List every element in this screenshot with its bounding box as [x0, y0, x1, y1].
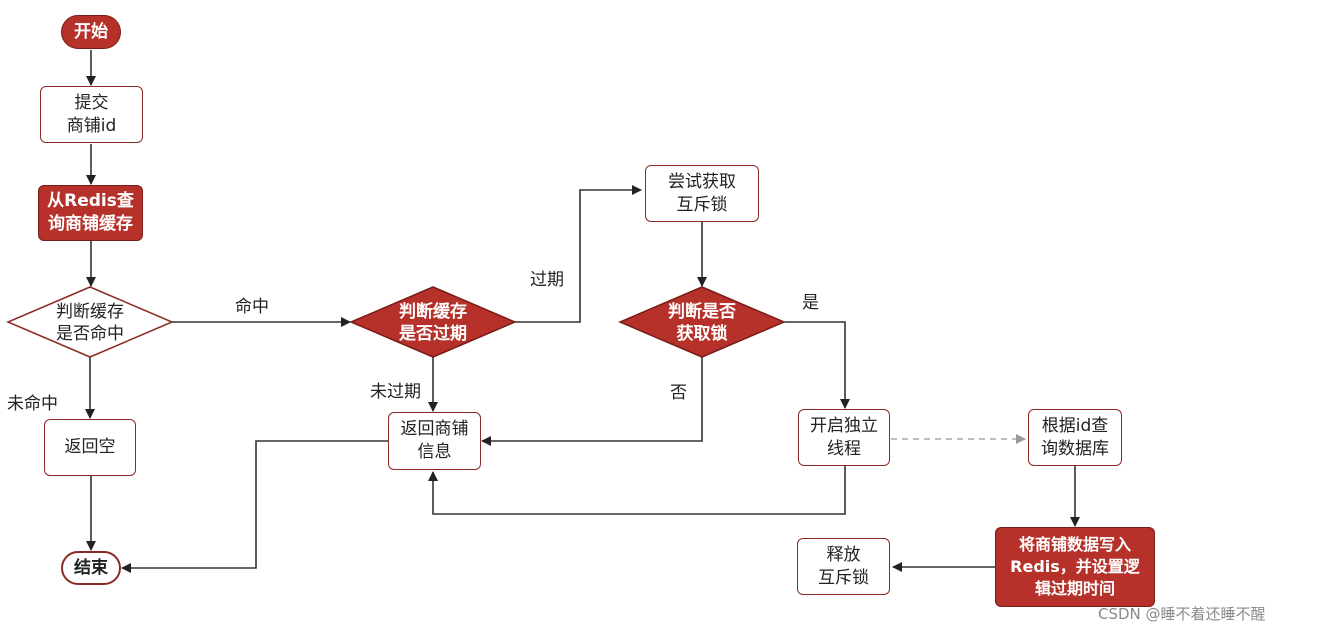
edge-label-yes: 是	[802, 293, 819, 313]
edge-thread-return	[428, 466, 846, 515]
start-node: 开始	[61, 15, 121, 49]
edge-label-not-expired: 未过期	[370, 382, 421, 402]
edge-lock-no	[481, 357, 703, 446]
write-redis-node: 将商铺数据写入 Redis，并设置逻 辑过期时间	[995, 527, 1155, 607]
check-lock-label: 判断是否 获取锁	[668, 302, 736, 344]
edge-return-end	[121, 440, 388, 573]
check-hit-label: 判断缓存 是否命中	[56, 302, 124, 344]
edge-lock-yes	[784, 321, 850, 409]
end-node: 结束	[61, 551, 121, 585]
edge-label-expired: 过期	[530, 270, 564, 290]
return-null-node: 返回空	[44, 419, 136, 476]
start-thread-node: 开启独立 线程	[798, 409, 890, 466]
check-expired-label: 判断缓存 是否过期	[399, 302, 467, 344]
edge-label-miss: 未命中	[7, 394, 58, 414]
release-lock-node: 释放 互斥锁	[797, 538, 890, 595]
query-redis-node: 从Redis查 询商铺缓存	[38, 185, 143, 241]
edge-label-hit: 命中	[235, 297, 269, 317]
query-db-node: 根据id查 询数据库	[1028, 409, 1122, 466]
return-shop-node: 返回商铺 信息	[388, 412, 481, 470]
edge-expired	[515, 185, 642, 323]
edge-label-no: 否	[670, 383, 687, 403]
try-lock-node: 尝试获取 互斥锁	[645, 165, 759, 222]
submit-node: 提交 商铺id	[40, 86, 143, 143]
watermark: CSDN @睡不着还睡不醒	[1098, 605, 1266, 623]
